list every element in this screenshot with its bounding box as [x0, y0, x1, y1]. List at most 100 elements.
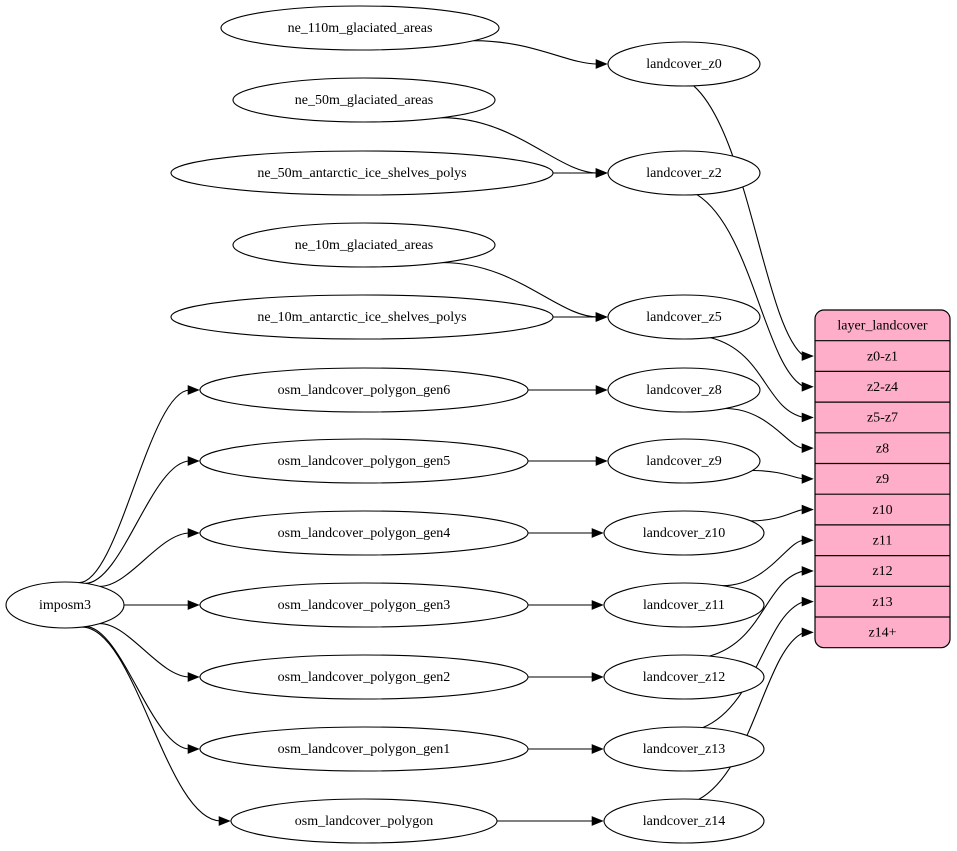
node-shape: [603, 510, 765, 556]
edge-arrowhead: [595, 59, 608, 69]
edge-arrowhead: [801, 504, 814, 515]
node-label: osm_landcover_polygon_gen6: [278, 383, 451, 398]
edge-arrowhead: [595, 168, 608, 178]
osm-table-node-osm_landcover_polygon[interactable]: osm_landcover_polygon: [230, 798, 498, 844]
edge-arrowhead: [801, 596, 814, 607]
edge-landcover_z2-to-row-z2-z4: [696, 194, 805, 388]
node-shape: [603, 582, 765, 628]
osm-table-node-osm_landcover_polygon_gen1[interactable]: osm_landcover_polygon_gen1: [199, 726, 529, 772]
edge-imposm3-to-osm_landcover_polygon: [81, 626, 222, 822]
osm-table-node-osm_landcover_polygon_gen6[interactable]: osm_landcover_polygon_gen6: [199, 367, 529, 413]
landcover-view-node-landcover_z0[interactable]: landcover_z0: [607, 41, 761, 87]
table-row-label: z11: [873, 533, 893, 548]
table-row-z10[interactable]: z10: [872, 503, 892, 518]
table-row-label: z14+: [868, 626, 896, 641]
edge-landcover_z8-to-row-z8: [725, 407, 805, 449]
node-shape: [5, 581, 125, 629]
table-row-label: z5-z7: [867, 411, 898, 426]
table-row-z5-z7[interactable]: z5-z7: [867, 411, 898, 426]
edge-arrowhead: [595, 456, 608, 466]
landcover-view-node-landcover_z13[interactable]: landcover_z13: [603, 726, 765, 772]
table-row-z0-z1[interactable]: z0-z1: [867, 349, 898, 364]
edge-landcover_z12-to-row-z12: [709, 570, 805, 657]
table-row-label: z13: [872, 595, 892, 610]
node-shape: [607, 438, 761, 484]
landcover-view-node-landcover_z9[interactable]: landcover_z9: [607, 438, 761, 484]
osm-table-node-osm_landcover_polygon_gen3[interactable]: osm_landcover_polygon_gen3: [199, 582, 529, 628]
edge-arrowhead: [801, 351, 814, 361]
osm-table-node-osm_landcover_polygon_gen4[interactable]: osm_landcover_polygon_gen4: [199, 510, 529, 556]
edge-layer: [78, 40, 814, 826]
table-row-z9[interactable]: z9: [876, 472, 889, 487]
node-label: landcover_z10: [643, 526, 725, 541]
osm-table-node-osm_landcover_polygon_gen2[interactable]: osm_landcover_polygon_gen2: [199, 654, 529, 700]
landcover-view-node-landcover_z14[interactable]: landcover_z14: [603, 798, 765, 844]
edge-landcover_z14-to-row-z14+: [698, 631, 805, 800]
osm-table-node-osm_landcover_polygon_gen5[interactable]: osm_landcover_polygon_gen5: [199, 438, 529, 484]
landcover-view-node-landcover_z5[interactable]: landcover_z5: [607, 294, 761, 340]
edge-arrowhead: [595, 312, 608, 322]
edge-landcover_z5-to-row-z5-z7: [710, 337, 805, 418]
landcover-view-node-landcover_z2[interactable]: landcover_z2: [607, 150, 761, 196]
landcover-view-node-landcover_z8[interactable]: landcover_z8: [607, 367, 761, 413]
layer-landcover-table[interactable]: layer_landcover z0-z1 z2-z4 z5-z7 z8 z9 z10 z11…: [814, 309, 951, 649]
natural-earth-node-ne_50m_antarctic_ice_shelves_polys[interactable]: ne_50m_antarctic_ice_shelves_polys: [170, 150, 554, 196]
edge-imposm3-to-osm_landcover_polygon_gen2: [99, 623, 191, 678]
node-shape: [199, 582, 529, 628]
edge-arrowhead: [801, 535, 814, 546]
table-row-z13[interactable]: z13: [872, 595, 892, 610]
edge-arrowhead: [591, 600, 604, 610]
table-row-label: z0-z1: [867, 349, 898, 364]
table-row-z2-z4[interactable]: z2-z4: [867, 380, 898, 395]
node-shape: [603, 726, 765, 772]
edge-arrowhead: [595, 385, 608, 395]
edge-arrowhead: [187, 600, 200, 610]
source-node-imposm3[interactable]: imposm3: [5, 581, 125, 629]
node-layer: imposm3 ne_110m_glaciated_areas ne_50m_gla…: [5, 5, 765, 844]
edge-arrowhead: [591, 672, 604, 682]
node-shape: [607, 294, 761, 340]
node-label: osm_landcover_polygon_gen3: [278, 598, 451, 613]
node-label: osm_landcover_polygon_gen5: [278, 454, 451, 469]
node-shape: [603, 798, 765, 844]
node-shape: [230, 798, 498, 844]
node-label: osm_landcover_polygon: [295, 814, 433, 829]
table-row-z11[interactable]: z11: [873, 533, 893, 548]
edge-arrowhead: [591, 744, 604, 754]
table-row-z14+[interactable]: z14+: [868, 626, 896, 641]
node-shape: [603, 654, 765, 700]
landcover-view-node-landcover_z11[interactable]: landcover_z11: [603, 582, 765, 628]
node-label: ne_50m_antarctic_ice_shelves_polys: [257, 166, 466, 181]
node-label: ne_10m_glaciated_areas: [295, 238, 433, 253]
edge-imposm3-to-osm_landcover_polygon_gen6: [78, 389, 191, 584]
node-shape: [199, 726, 529, 772]
node-label: ne_50m_glaciated_areas: [295, 93, 433, 108]
table-row-z12[interactable]: z12: [872, 564, 892, 579]
edge-landcover_z9-to-row-z9: [752, 469, 805, 480]
table-header-label: layer_landcover: [837, 319, 928, 334]
edge-arrowhead: [187, 672, 200, 682]
edge-arrowhead: [801, 474, 814, 484]
node-label: landcover_z12: [643, 670, 725, 685]
edge-imposm3-to-osm_landcover_polygon_gen5: [85, 460, 191, 584]
landcover-view-node-landcover_z10[interactable]: landcover_z10: [603, 510, 765, 556]
node-shape: [199, 510, 529, 556]
node-label: landcover_z8: [646, 383, 721, 398]
node-shape: [170, 294, 554, 340]
table-row-z8[interactable]: z8: [876, 441, 889, 456]
edge-arrowhead: [801, 566, 814, 576]
node-shape: [232, 222, 496, 268]
natural-earth-node-ne_10m_glaciated_areas[interactable]: ne_10m_glaciated_areas: [232, 222, 496, 268]
natural-earth-node-ne_10m_antarctic_ice_shelves_polys[interactable]: ne_10m_antarctic_ice_shelves_polys: [170, 294, 554, 340]
node-label: osm_landcover_polygon_gen4: [278, 526, 451, 541]
table-background: [814, 309, 951, 649]
natural-earth-node-ne_110m_glaciated_areas[interactable]: ne_110m_glaciated_areas: [220, 5, 500, 51]
natural-earth-node-ne_50m_glaciated_areas[interactable]: ne_50m_glaciated_areas: [232, 77, 496, 123]
node-label: landcover_z13: [643, 742, 725, 757]
edge-arrowhead: [801, 627, 814, 638]
edge-landcover_z0-to-row-z0-z1: [693, 85, 805, 357]
edge-arrowhead: [801, 412, 814, 423]
landcover-view-node-landcover_z12[interactable]: landcover_z12: [603, 654, 765, 700]
